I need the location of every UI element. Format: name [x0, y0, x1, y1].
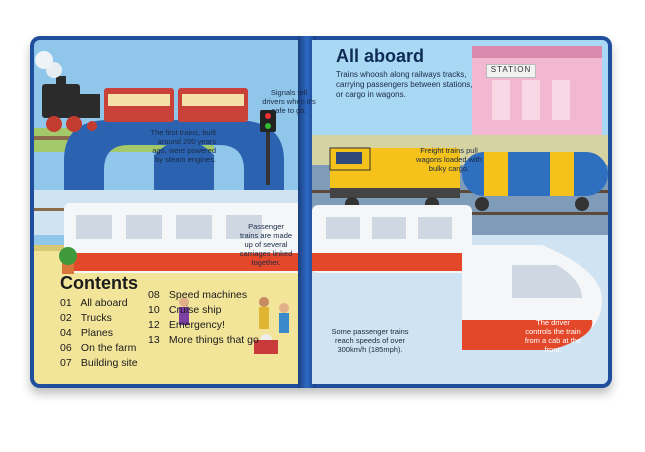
passenger-caption: Passenger trains are made up of several … [239, 222, 293, 267]
potted-plant-icon [59, 247, 77, 274]
passenger-train [64, 203, 302, 273]
steam-carriages [104, 88, 248, 122]
toc-item[interactable]: 10 Cruise ship [148, 304, 222, 316]
book-spine [298, 36, 316, 388]
contents-list-col1: 01 All aboard 02 Trucks 04 Planes 06 On … [60, 296, 170, 371]
page-title: All aboard [336, 46, 425, 66]
toc-item[interactable]: 01 All aboard [60, 297, 128, 309]
bullet-train [462, 245, 602, 350]
freight-locomotive [329, 147, 460, 211]
right-page-illustration [312, 40, 608, 384]
signals-caption: Signals tell drivers when it's safe to g… [262, 88, 316, 115]
toc-item[interactable]: 02 Trucks [60, 312, 112, 324]
people [179, 297, 289, 354]
freight-caption: Freight trains pull wagons loaded with b… [416, 146, 482, 173]
steam-locomotive [35, 51, 100, 132]
speed-caption: Some passenger trains reach speeds of ov… [331, 327, 409, 354]
station-building [472, 46, 602, 140]
tank-wagon [462, 152, 608, 211]
station-sign: STATION [486, 64, 536, 78]
toc-item[interactable]: 07 Building site [60, 357, 138, 369]
toc-item[interactable]: 12 Emergency! [148, 319, 225, 331]
toc-item[interactable]: 13 More things that go [148, 334, 259, 346]
driver-caption: The driver controls the train from a cab… [524, 318, 582, 354]
toc-item[interactable]: 04 Planes [60, 327, 114, 339]
page-intro: Trains whoosh along railways tracks, car… [336, 70, 473, 99]
signal-post [266, 115, 270, 185]
first-trains-caption: The first trains, built around 200 years… [150, 128, 216, 164]
passenger-train-right [312, 205, 472, 273]
right-page [312, 40, 608, 384]
left-page-illustration [34, 40, 302, 384]
toc-item[interactable]: 08 Speed machines [148, 289, 248, 301]
left-page [34, 40, 302, 384]
contents-title: Contents [60, 273, 138, 293]
contents-list-col2: 08 Speed machines 10 Cruise ship 12 Emer… [148, 288, 288, 348]
toc-item[interactable]: 06 On the farm [60, 342, 137, 354]
